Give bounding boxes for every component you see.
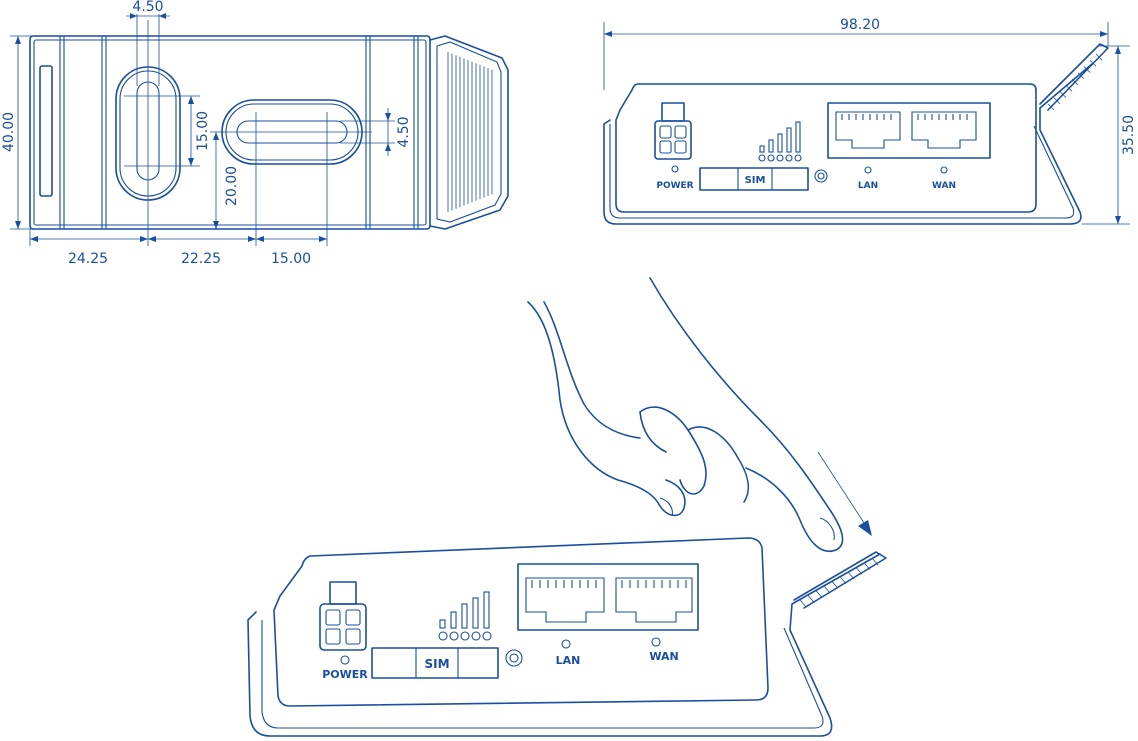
dim-front-height: 35.50 bbox=[1121, 115, 1137, 155]
front-view: POWER SIM LAN WAN 98.20 bbox=[603, 17, 1137, 225]
dim-slot-width-right: 4.50 bbox=[396, 116, 412, 147]
dim-slot-height: 15.00 bbox=[195, 111, 211, 151]
iso-sim-label: SIM bbox=[424, 657, 449, 671]
dim-height-total: 40.00 bbox=[1, 112, 17, 152]
front-wan-label: WAN bbox=[932, 181, 956, 191]
front-sim-label: SIM bbox=[745, 175, 766, 186]
hand-illustration bbox=[527, 277, 872, 553]
iso-wan-label: WAN bbox=[649, 650, 678, 663]
dim-slot-width-top: 4.50 bbox=[132, 0, 163, 15]
dim-front-length: 98.20 bbox=[840, 17, 880, 33]
iso-view: POWER SIM LAN WAN bbox=[247, 537, 887, 737]
dim-edge-to-slot: 24.25 bbox=[68, 251, 108, 267]
front-lan-label: LAN bbox=[858, 181, 878, 191]
dim-slot-offset: 20.00 bbox=[224, 166, 240, 206]
iso-lan-label: LAN bbox=[556, 654, 581, 667]
dim-slot-length: 15.00 bbox=[271, 251, 311, 267]
front-power-label: POWER bbox=[656, 181, 693, 191]
iso-power-label: POWER bbox=[322, 668, 368, 681]
top-view: 4.50 40.00 15.00 20.00 4.50 24.25 22.25 … bbox=[1, 0, 509, 267]
dim-slot-to-slot: 22.25 bbox=[181, 251, 221, 267]
